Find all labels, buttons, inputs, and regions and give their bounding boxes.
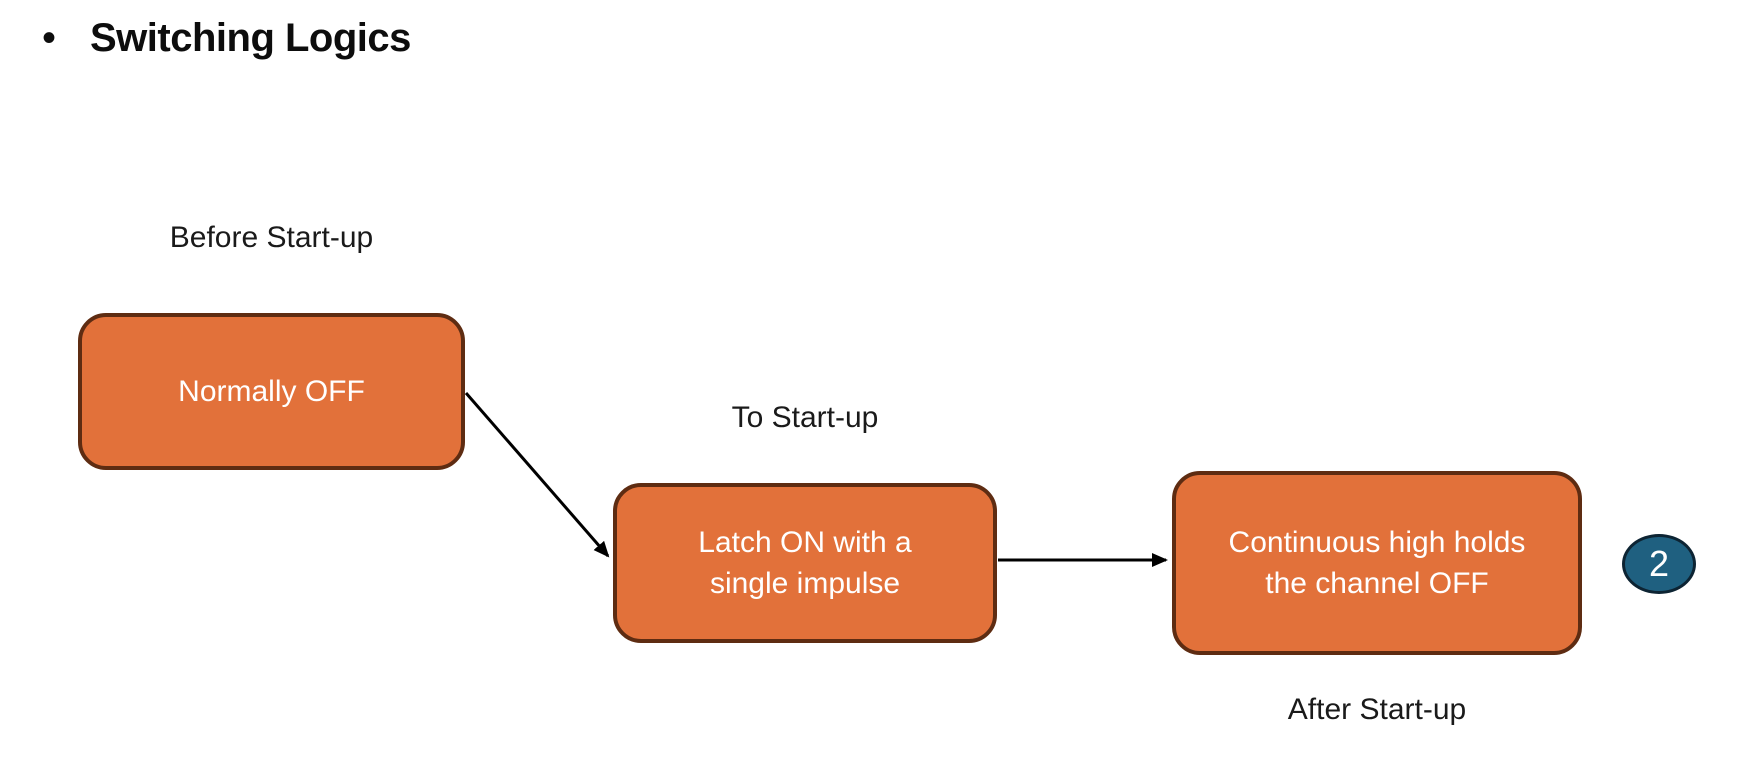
- label-after-startup: After Start-up: [1287, 693, 1467, 726]
- bullet-icon: •: [42, 16, 57, 60]
- node-text-line: single impulse: [709, 567, 901, 600]
- node-normally-off: Normally OFF: [78, 313, 465, 470]
- node-continuous-high: Continuous high holds the channel OFF: [1172, 471, 1582, 655]
- slide-number-badge: 2: [1622, 534, 1696, 594]
- page-title: • Switching Logics: [42, 10, 411, 66]
- page-title-text: Switching Logics: [90, 16, 411, 60]
- node-latch-on: Latch ON with a single impulse: [613, 483, 997, 643]
- node-text-line: Normally OFF: [178, 375, 365, 408]
- node-text-line: Latch ON with a: [698, 526, 912, 559]
- slide-number: 2: [1648, 543, 1670, 584]
- label-to-startup: To Start-up: [731, 401, 879, 434]
- label-before-startup: Before Start-up: [169, 221, 374, 254]
- node-text-line: Continuous high holds: [1228, 526, 1526, 559]
- node-text-line: the channel OFF: [1265, 567, 1489, 600]
- arrow-normally-off-to-latch-on: [464, 392, 610, 558]
